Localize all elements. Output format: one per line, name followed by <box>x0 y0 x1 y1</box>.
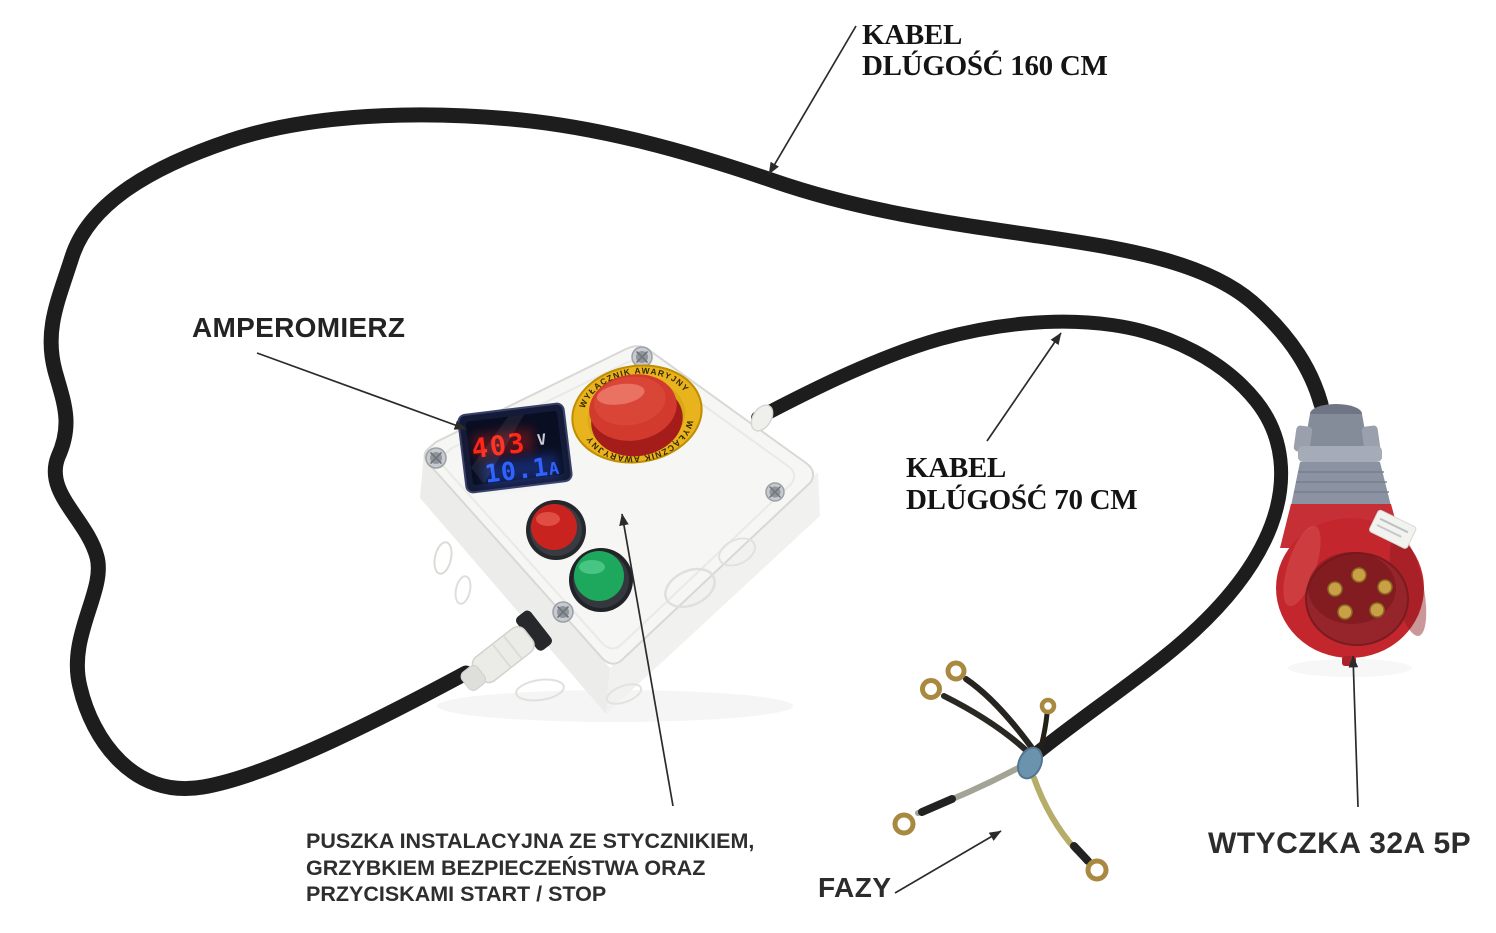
current-unit: A <box>548 459 561 480</box>
label-cable-length-70: KABEL DLÚGOŚĆ 70 CM <box>906 452 1138 516</box>
stop-button <box>526 500 586 560</box>
label-cable-length-160: KABEL DLÚGOŚĆ 160 CM <box>862 20 1108 82</box>
cable-160cm <box>43 107 1329 796</box>
screw <box>425 447 447 469</box>
plug-pins <box>1327 567 1393 620</box>
label-line: KABEL <box>862 19 963 51</box>
screen-sheen <box>471 414 525 485</box>
stop-button-cap <box>531 504 577 550</box>
arrow-to-cable-160 <box>768 25 857 175</box>
plug-grooves <box>1294 471 1389 493</box>
ring-terminal <box>920 678 942 700</box>
knockout <box>454 575 472 605</box>
current-glow <box>481 452 560 487</box>
label-line: DLÚGOŚĆ 70 CM <box>906 484 1138 516</box>
arrow-to-phases <box>894 830 1002 894</box>
label-line: GRZYBKIEM BEZPIECZEŃSTWA ORAZ <box>306 855 706 880</box>
box-side-front <box>606 472 820 714</box>
plug-32a-5p <box>1276 404 1427 666</box>
arrow-to-ammeter <box>256 352 467 430</box>
start-button-highlight <box>579 560 605 574</box>
label-line: DLÚGOŚĆ 160 CM <box>862 50 1108 82</box>
knockout <box>605 683 643 705</box>
annotation-arrows <box>256 25 1359 894</box>
digital-meter: 403 V 10.1 A <box>457 402 573 494</box>
phase-wire-pe <box>1031 775 1079 853</box>
plug-clamp-right <box>1361 425 1381 453</box>
wire-sleeve <box>1070 842 1092 865</box>
label-ammeter: AMPEROMIERZ <box>192 312 405 344</box>
ring-terminal <box>892 812 916 836</box>
plug-pin <box>1327 581 1343 597</box>
screw <box>765 482 785 502</box>
start-button-cap <box>574 551 624 601</box>
ring-terminal <box>1085 858 1109 882</box>
plug-shade <box>1389 534 1427 636</box>
label-line: WTYCZKA 32A 5P <box>1208 827 1472 860</box>
phase-wire <box>963 676 1035 751</box>
cable-gland-right <box>750 404 774 432</box>
cable-70cm <box>751 314 1289 761</box>
emergency-stop-button: WYŁĄCZNIK AWARYJNY WYŁĄCZNIK AWARYJNY <box>571 357 703 472</box>
knockout <box>515 678 565 702</box>
arrow-to-plug <box>1348 655 1359 808</box>
lid-screws <box>425 346 785 623</box>
junction-box: 403 V 10.1 A WYŁĄCZNIK AWARYJNY WYŁĄCZNI… <box>420 345 820 714</box>
phase-wire <box>941 693 1031 755</box>
label-line: AMPEROMIERZ <box>192 312 406 343</box>
box-shadow <box>437 690 793 722</box>
plug-highlight <box>1283 525 1321 607</box>
label-line: KABEL <box>906 452 1007 484</box>
voltage-glow <box>472 427 535 459</box>
plug-label-sticker <box>1369 509 1417 549</box>
voltage-unit: V <box>536 430 547 449</box>
knockout <box>718 537 756 567</box>
plug-pin <box>1369 602 1385 618</box>
label-plug: WTYCZKA 32A 5P <box>1208 827 1471 861</box>
tape-band <box>1017 746 1043 780</box>
plug-pin <box>1377 579 1393 595</box>
plug-shadow <box>1288 659 1412 677</box>
label-line: PUSZKA INSTALACYJNA ZE STYCZNIKIEM, <box>306 829 755 853</box>
estop-highlight <box>596 383 645 405</box>
box-side-left <box>420 452 610 714</box>
plug-clamp-band <box>1298 446 1382 462</box>
plug-grey-body <box>1291 462 1391 506</box>
screw <box>631 346 653 368</box>
arrow-to-junction-box <box>619 513 674 807</box>
label-line: PRZYCISKAMI START / STOP <box>306 882 607 906</box>
screw <box>552 601 574 623</box>
knockout <box>664 567 716 609</box>
wire-sleeve <box>918 795 956 816</box>
stop-button-highlight <box>536 512 560 526</box>
knockout <box>433 541 453 575</box>
ring-terminal <box>945 660 967 682</box>
ring-terminal <box>1039 697 1057 715</box>
plug-gland <box>1304 414 1368 448</box>
voltage-value: 403 <box>470 428 528 465</box>
phase-wire <box>1038 711 1050 750</box>
label-phases: FAZY <box>818 872 892 904</box>
label-line: FAZY <box>818 872 892 903</box>
label-junction-box: PUSZKA INSTALACYJNA ZE STYCZNIKIEM, GRZY… <box>306 828 754 908</box>
arrow-to-cable-70 <box>986 332 1062 442</box>
cable-gland-left <box>460 610 552 691</box>
phase-wire-ends <box>892 660 1109 882</box>
plug-pin <box>1351 567 1367 583</box>
plug-pin <box>1337 604 1353 620</box>
start-button <box>569 548 633 612</box>
plug-clamp-left <box>1293 425 1313 453</box>
